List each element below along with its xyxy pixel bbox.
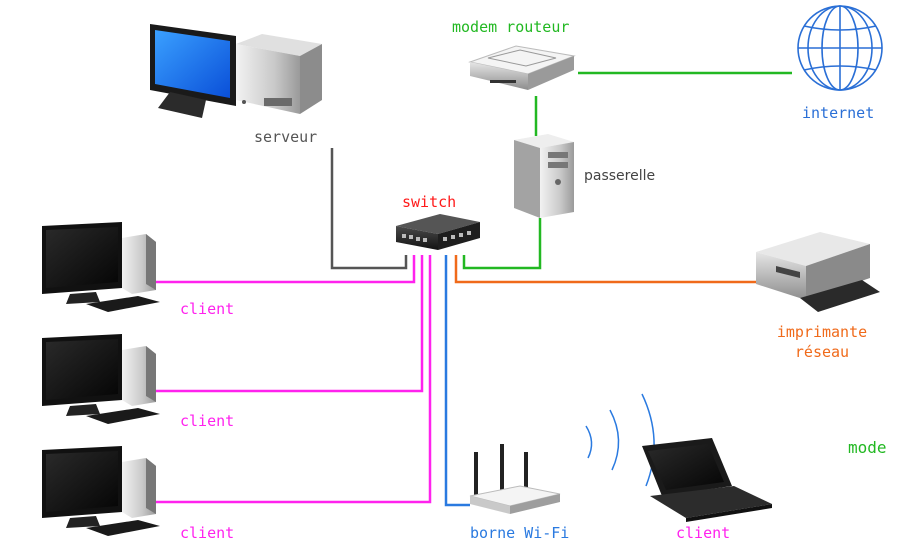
client-label-2: client	[180, 412, 235, 430]
server-tower-icon	[236, 34, 322, 114]
desktop-pc-icon-2	[42, 334, 160, 424]
wifi-waves-icon	[585, 393, 655, 487]
cut-off-label: mode	[848, 438, 887, 457]
modem-router-label: modem routeur	[452, 18, 570, 36]
client-label-1: client	[180, 300, 235, 318]
router-icon	[468, 45, 576, 90]
link-gateway-switch	[462, 218, 542, 270]
wifi-ap-label: borne Wi-Fi	[470, 524, 570, 542]
network-switch-icon	[396, 214, 480, 250]
globe-icon	[797, 5, 883, 91]
printer-label: imprimante réseau	[762, 322, 882, 362]
client-label-3: client	[180, 524, 235, 542]
internet-label: internet	[802, 104, 875, 122]
link-switch-client-2	[156, 255, 424, 393]
server-label: serveur	[254, 128, 318, 146]
laptop-icon	[642, 438, 772, 522]
link-switch-client-3	[156, 255, 432, 504]
switch-label: switch	[402, 193, 457, 211]
laptop-client-label: client	[676, 524, 731, 542]
link-switch-wifi	[444, 255, 470, 507]
gateway-label: passerelle	[584, 168, 656, 184]
wifi-access-point-icon	[469, 444, 561, 514]
link-switch-printer	[454, 255, 758, 284]
gateway-tower-icon	[514, 134, 574, 218]
link-server-switch	[330, 148, 408, 270]
printer-icon	[756, 232, 880, 312]
link-switch-client-1	[156, 255, 416, 284]
printer-label-line-1: imprimante	[776, 323, 868, 341]
desktop-pc-icon-3	[42, 446, 160, 536]
server-monitor-icon	[150, 24, 236, 118]
desktop-pc-icon-1	[42, 222, 160, 312]
printer-label-line-2: réseau	[794, 343, 850, 361]
connection-lines	[156, 71, 792, 507]
